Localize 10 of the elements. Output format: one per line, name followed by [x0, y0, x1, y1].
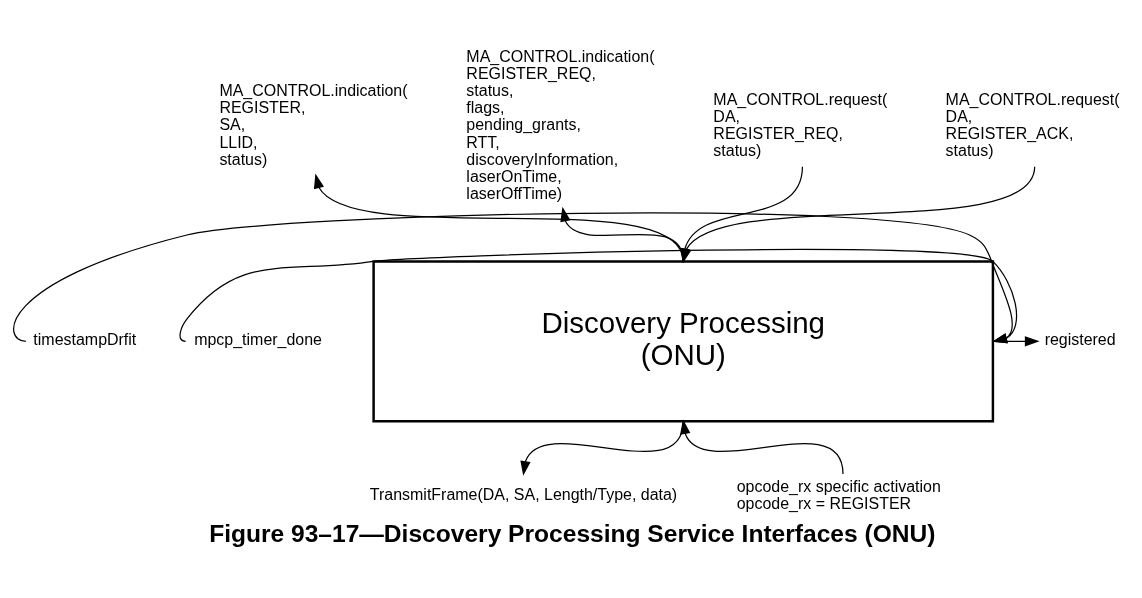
- node-text: timestampDrfit: [33, 330, 137, 348]
- node-text: registered: [1044, 330, 1116, 348]
- node-text: opcode_rx specific activation opcode_rx = REGISTER: [736, 477, 941, 512]
- node-text: MA_CONTROL.indication( REGISTER, SA, LLID, status): [219, 81, 408, 168]
- node-text: MA_CONTROL.indication( REGISTER_REQ, status, flags, pending_grants, RTT, discoveryInformation, laserOnTime, laserOffTime): [466, 47, 655, 202]
- node-text: MA_CONTROL.request( DA, REGISTER_ACK, status): [945, 90, 1120, 159]
- node-text: mpcp_timer_done: [194, 330, 323, 348]
- node-text: MA_CONTROL.request( DA, REGISTER_REQ, status): [713, 90, 888, 159]
- node-text: TransmitFrame(DA, SA, Length/Type, data): [369, 485, 678, 503]
- caption: Figure 93–17—Discovery Processing Service Interfaces (ONU): [209, 519, 936, 547]
